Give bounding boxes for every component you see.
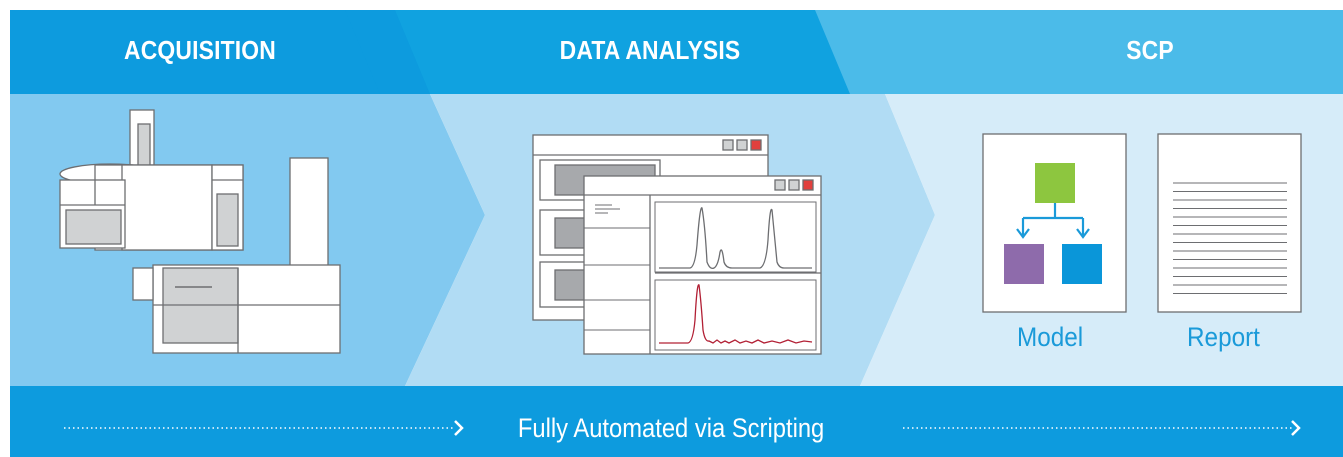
acquisition-title: ACQUISITION [124,35,276,65]
report-document [1157,133,1302,313]
chromatogram-top [659,207,812,270]
model-right-node [1062,244,1102,284]
automation-text: Fully Automated via Scripting [518,413,825,443]
report-label: Report [1187,322,1260,352]
footer-band [10,386,1343,457]
model-document [982,133,1127,313]
instrument-icon [59,109,341,354]
header-band [10,10,1343,94]
model-label: Model [1017,322,1084,352]
model-left-node [1004,244,1044,284]
scp-title: SCP [1126,35,1174,65]
dotted-arrow-left [64,420,464,436]
automation-banner: Fully Automated via Scripting [0,406,1343,450]
dotted-arrow-right [903,420,1301,436]
software-window-front [583,175,822,355]
chromatogram-bottom [659,284,813,344]
data-analysis-title: DATA ANALYSIS [559,35,741,65]
model-top-node [1035,163,1075,203]
